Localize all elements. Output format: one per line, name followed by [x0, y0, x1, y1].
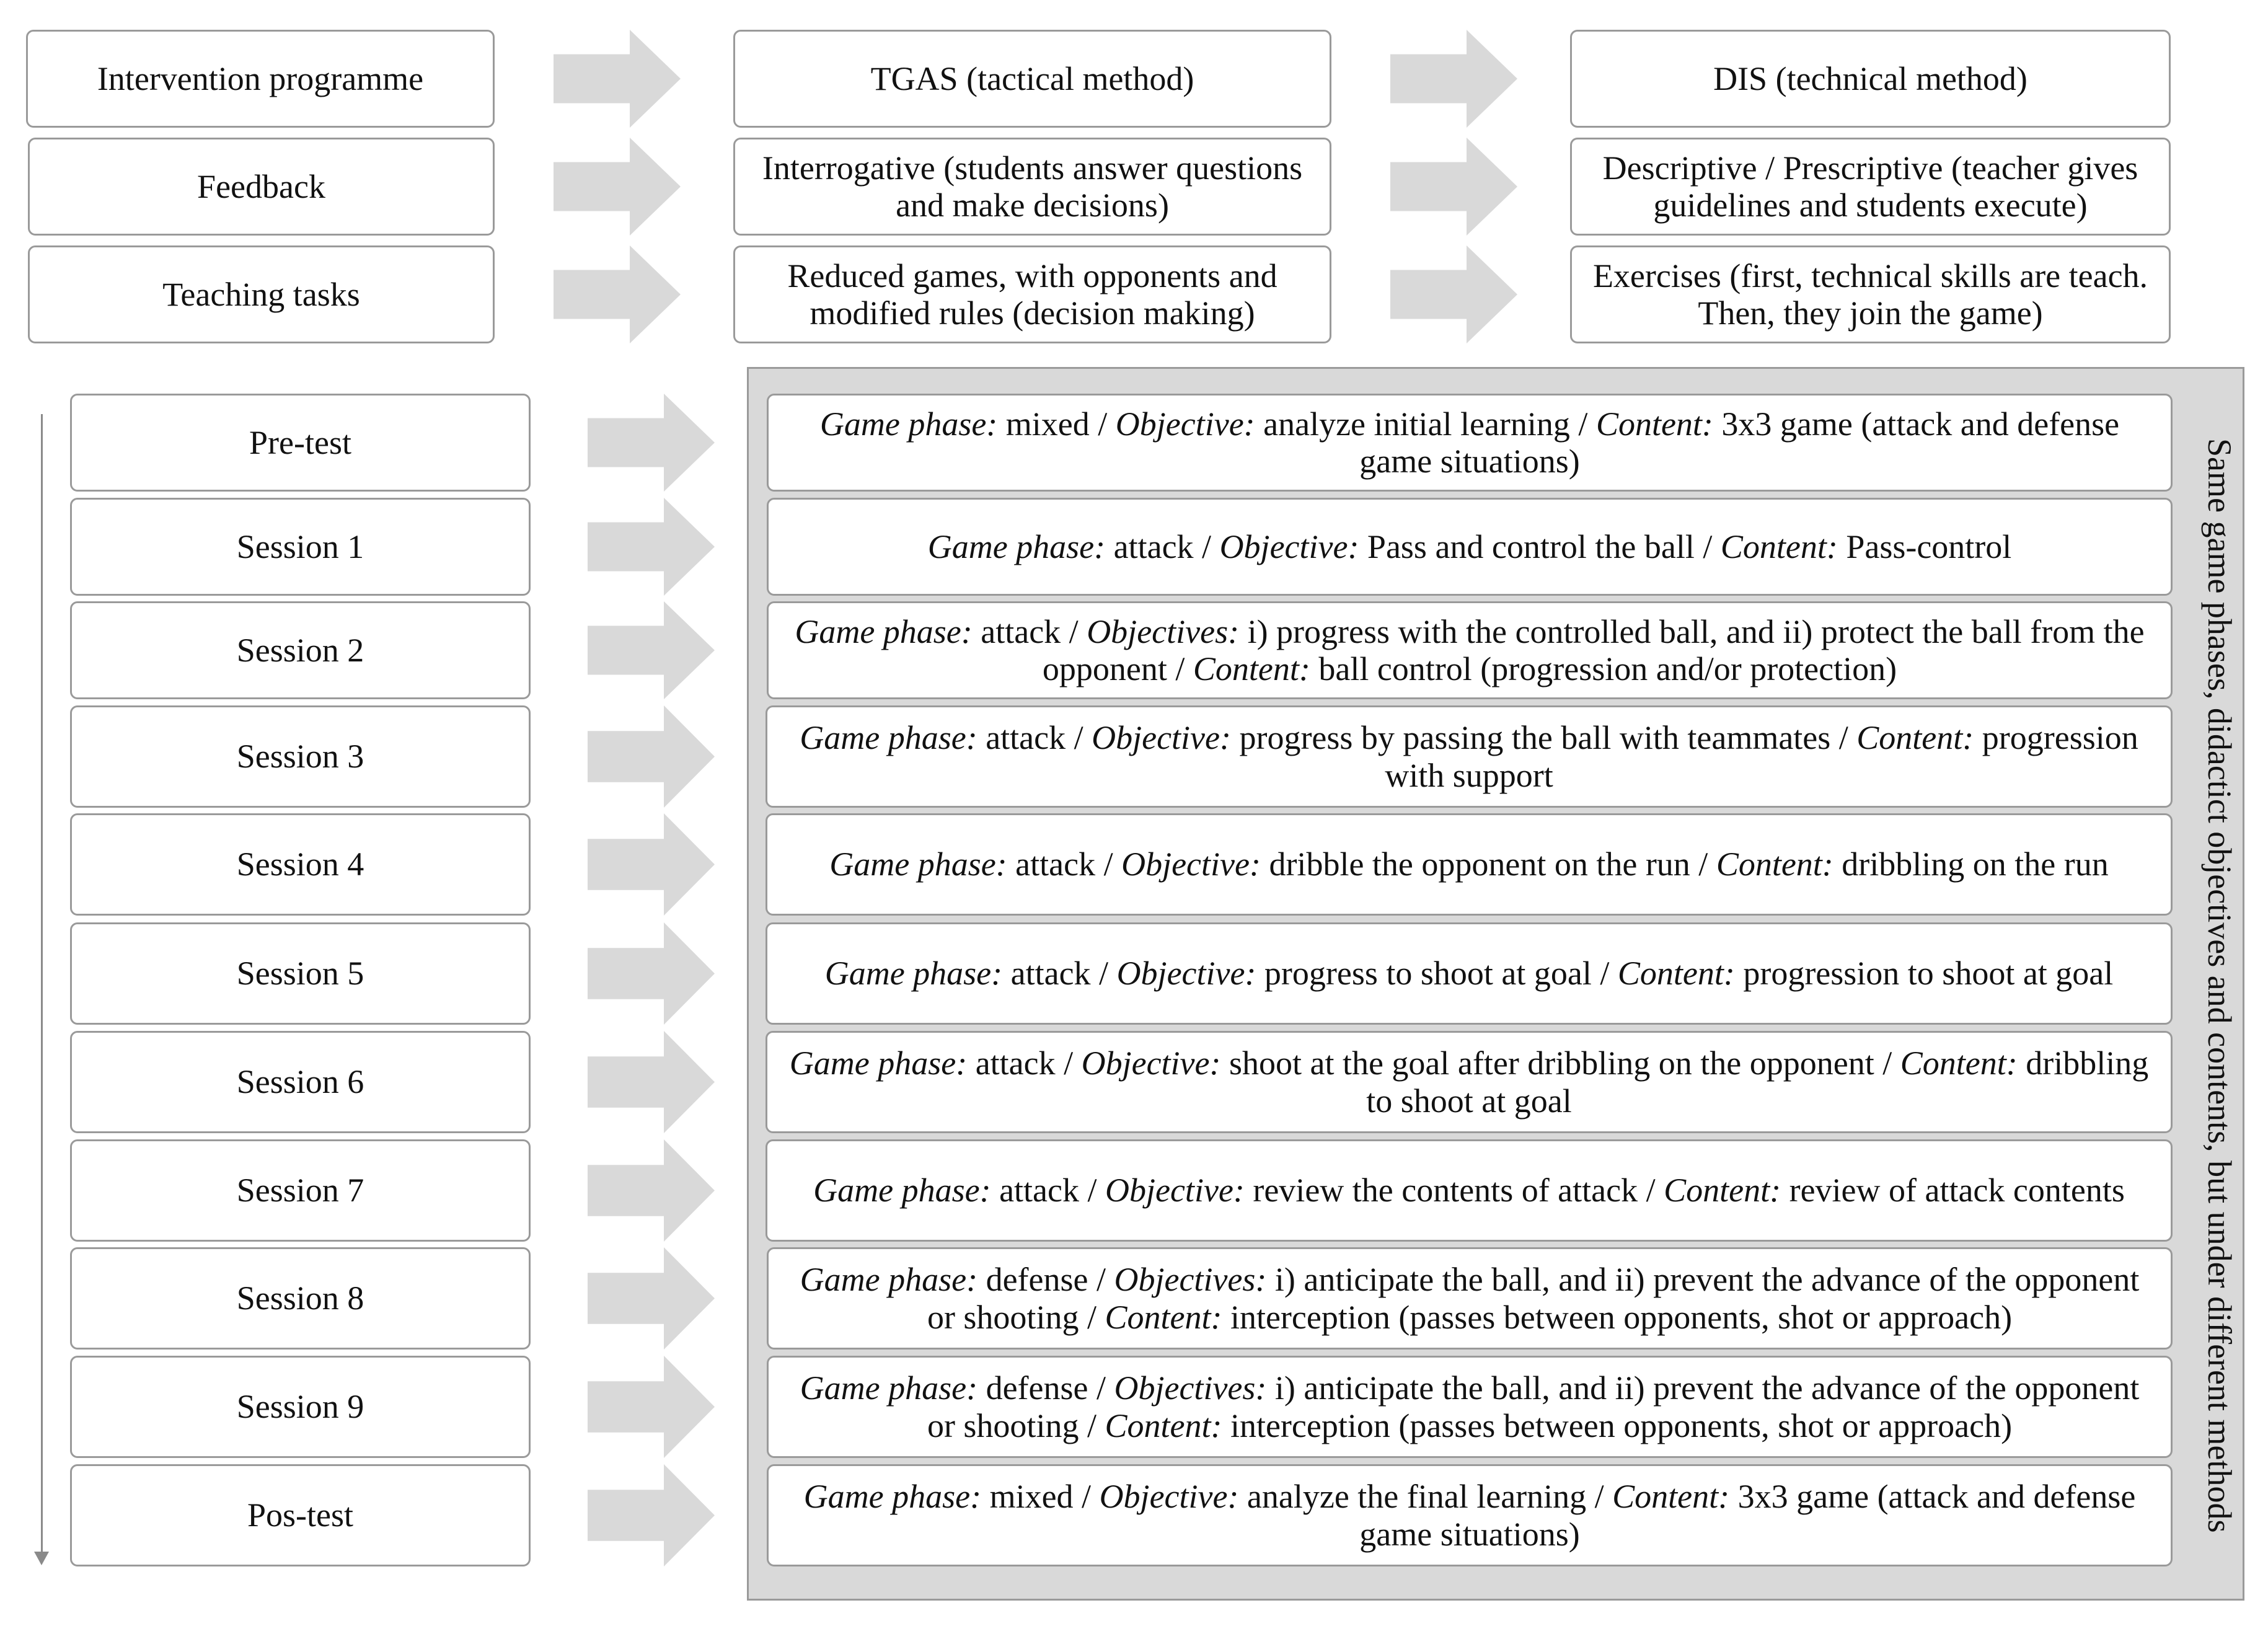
- session-label-box: Session 2: [70, 601, 531, 699]
- session-content: Game phase: attack / Objective: Pass and…: [927, 528, 2012, 565]
- session-content: Game phase: mixed / Objective: analyze t…: [803, 1478, 2136, 1553]
- session-content: Game phase: attack / Objective: progress…: [800, 719, 2138, 794]
- session-content: Game phase: attack / Objectives: i) prog…: [795, 612, 2145, 687]
- session-label: Session 2: [236, 631, 364, 669]
- session-arrow-icon: [588, 498, 715, 596]
- header-arrow-icon: [1390, 138, 1517, 236]
- session-content-box: Game phase: attack / Objective: progress…: [766, 705, 2173, 808]
- session-content-box: Game phase: attack / Objective: dribble …: [766, 813, 2173, 916]
- dis-box: Descriptive / Prescriptive (teacher give…: [1570, 138, 2171, 236]
- session-label: Session 4: [236, 846, 364, 883]
- header-arrow-icon: [554, 30, 681, 128]
- header-label-text: Feedback: [197, 167, 325, 205]
- session-arrow-icon: [588, 1464, 715, 1566]
- session-content: Game phase: attack / Objective: shoot at…: [789, 1045, 2149, 1120]
- session-label-box: Session 7: [70, 1139, 531, 1242]
- session-arrow-icon: [588, 1031, 715, 1133]
- header-label-box: Feedback: [28, 138, 495, 236]
- session-content-box: Game phase: mixed / Objective: analyze t…: [767, 1464, 2173, 1566]
- session-content: Game phase: attack / Objective: progress…: [824, 955, 2114, 992]
- session-label-box: Session 5: [70, 922, 531, 1025]
- session-content-box: Game phase: defense / Objectives: i) ant…: [767, 1356, 2173, 1458]
- session-arrow-icon: [588, 1247, 715, 1350]
- dis-text: Exercises (first, technical skills are t…: [1592, 257, 2148, 332]
- session-label: Session 8: [236, 1279, 364, 1317]
- tgas-text: Interrogative (students answer questions…: [762, 149, 1303, 224]
- session-label: Session 3: [236, 738, 364, 775]
- session-label: Session 6: [236, 1063, 364, 1101]
- timeline-line: [41, 414, 43, 1555]
- session-content-box: Game phase: attack / Objective: Pass and…: [767, 498, 2173, 596]
- header-arrow-icon: [554, 138, 681, 236]
- header-label-text: Intervention programme: [97, 60, 424, 97]
- session-content-box: Game phase: defense / Objectives: i) ant…: [767, 1247, 2173, 1350]
- session-content-box: Game phase: attack / Objective: review t…: [766, 1139, 2173, 1242]
- dis-text: DIS (technical method): [1713, 60, 2028, 97]
- session-content: Game phase: defense / Objectives: i) ant…: [800, 1261, 2140, 1336]
- session-label-box: Pos-test: [70, 1464, 531, 1566]
- session-arrow-icon: [588, 705, 715, 808]
- session-content-box: Game phase: mixed / Objective: analyze i…: [767, 394, 2173, 492]
- session-label-box: Pre-test: [70, 394, 531, 492]
- session-arrow-icon: [588, 394, 715, 492]
- session-label: Session 1: [236, 528, 364, 565]
- session-label: Session 5: [236, 955, 364, 992]
- session-label-box: Session 6: [70, 1031, 531, 1133]
- session-arrow-icon: [588, 922, 715, 1025]
- header-arrow-icon: [554, 245, 681, 343]
- tgas-box: Reduced games, with opponents and modifi…: [733, 245, 1331, 343]
- session-arrow-icon: [588, 1356, 715, 1458]
- header-arrow-icon: [1390, 30, 1517, 128]
- header-label-text: Teaching tasks: [162, 275, 360, 313]
- session-content-box: Game phase: attack / Objectives: i) prog…: [767, 601, 2173, 699]
- session-label-box: Session 8: [70, 1247, 531, 1350]
- tgas-text: Reduced games, with opponents and modifi…: [787, 257, 1277, 332]
- session-arrow-icon: [588, 601, 715, 699]
- dis-box: Exercises (first, technical skills are t…: [1570, 245, 2171, 343]
- session-label: Pre-test: [249, 423, 351, 461]
- header-arrow-icon: [1390, 245, 1517, 343]
- session-content: Game phase: attack / Objective: dribble …: [829, 846, 2109, 883]
- tgas-text: TGAS (tactical method): [870, 60, 1194, 97]
- session-content: Game phase: defense / Objectives: i) ant…: [800, 1369, 2140, 1444]
- header-label-box: Intervention programme: [26, 30, 495, 128]
- side-label: Same game phases, didactict objectives a…: [2201, 438, 2238, 1533]
- session-label-box: Session 1: [70, 498, 531, 596]
- header-label-box: Teaching tasks: [28, 245, 495, 343]
- dis-text: Descriptive / Prescriptive (teacher give…: [1602, 149, 2138, 224]
- session-label: Session 7: [236, 1172, 364, 1209]
- session-content: Game phase: mixed / Objective: analyze i…: [819, 405, 2120, 480]
- session-label-box: Session 3: [70, 705, 531, 808]
- session-label: Session 9: [236, 1388, 364, 1426]
- session-content: Game phase: attack / Objective: review t…: [813, 1172, 2125, 1209]
- dis-box: DIS (technical method): [1570, 30, 2171, 128]
- session-label-box: Session 9: [70, 1356, 531, 1458]
- session-content-box: Game phase: attack / Objective: progress…: [766, 922, 2173, 1025]
- session-label: Pos-test: [247, 1496, 354, 1534]
- session-arrow-icon: [588, 1139, 715, 1242]
- session-content-box: Game phase: attack / Objective: shoot at…: [766, 1031, 2173, 1133]
- session-label-box: Session 4: [70, 813, 531, 916]
- timeline-arrowhead-icon: [34, 1552, 49, 1565]
- tgas-box: Interrogative (students answer questions…: [733, 138, 1331, 236]
- session-arrow-icon: [588, 813, 715, 916]
- tgas-box: TGAS (tactical method): [733, 30, 1331, 128]
